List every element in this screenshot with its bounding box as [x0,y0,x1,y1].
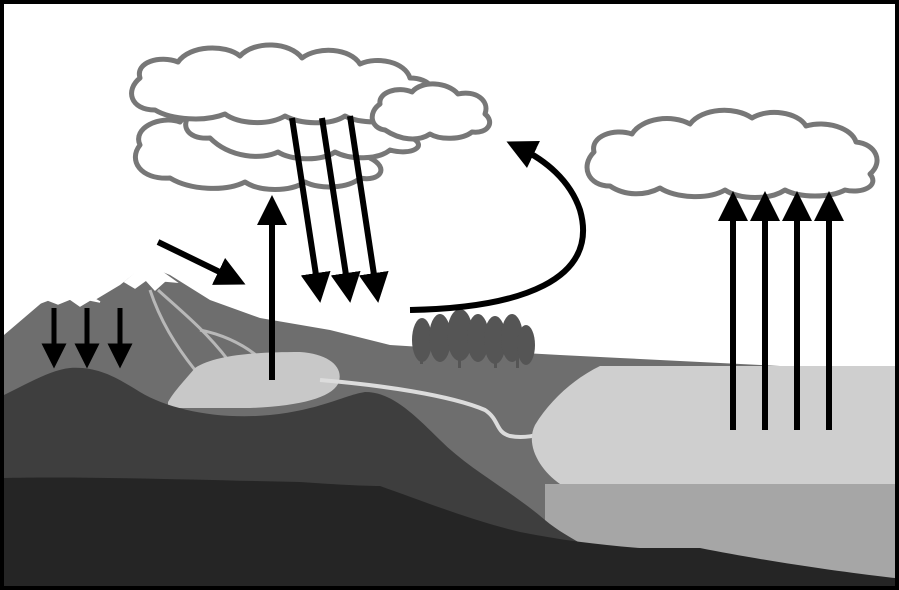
cloud-icon [584,107,880,200]
lake [168,352,340,408]
mountain-icon [123,264,179,292]
ground-dark [4,477,895,586]
arrow-icon [718,191,844,430]
ocean [531,366,895,484]
cloud-icon [129,42,492,192]
arrow-icon [156,239,246,285]
river [156,288,230,361]
mountain-icon [39,287,101,307]
tree-icon [412,309,535,368]
arrow-icon [289,115,389,303]
river [148,289,197,371]
arrow-icon [41,308,133,369]
arrow-icon [409,140,587,313]
